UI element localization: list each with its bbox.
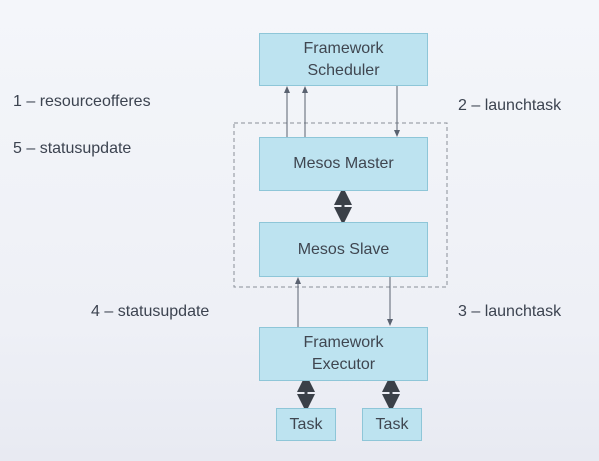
- mesos-slave-box: Mesos Slave: [259, 222, 428, 277]
- mesos-master-box: Mesos Master: [259, 137, 428, 191]
- task-right-box: Task: [362, 408, 422, 441]
- label-statusupdate-top: 5 – statusupdate: [13, 140, 132, 157]
- label-statusupdate-bottom: 4 – statusupdate: [91, 303, 210, 320]
- task-left-box: Task: [276, 408, 336, 441]
- framework-scheduler-box: Framework Scheduler: [259, 33, 428, 86]
- mesos-master-label: Mesos Master: [293, 155, 394, 172]
- mesos-slave-label: Mesos Slave: [297, 240, 390, 258]
- label-launchtask-top: 2 – launchtask: [458, 97, 562, 114]
- framework-scheduler-line2: Scheduler: [307, 61, 380, 79]
- framework-scheduler-line1: Framework: [303, 39, 384, 57]
- label-resourceoffers: 1 – resourceofferes: [13, 93, 151, 110]
- task-left-label: Task: [289, 415, 323, 433]
- framework-executor-line1: Framework: [303, 334, 384, 351]
- mesos-cluster-group: [233, 122, 448, 288]
- label-launchtask-bottom: 3 – launchtask: [458, 303, 562, 320]
- task-right-label: Task: [375, 415, 409, 433]
- framework-executor-line2: Executor: [311, 356, 376, 373]
- framework-executor-box: Framework Executor: [259, 327, 428, 381]
